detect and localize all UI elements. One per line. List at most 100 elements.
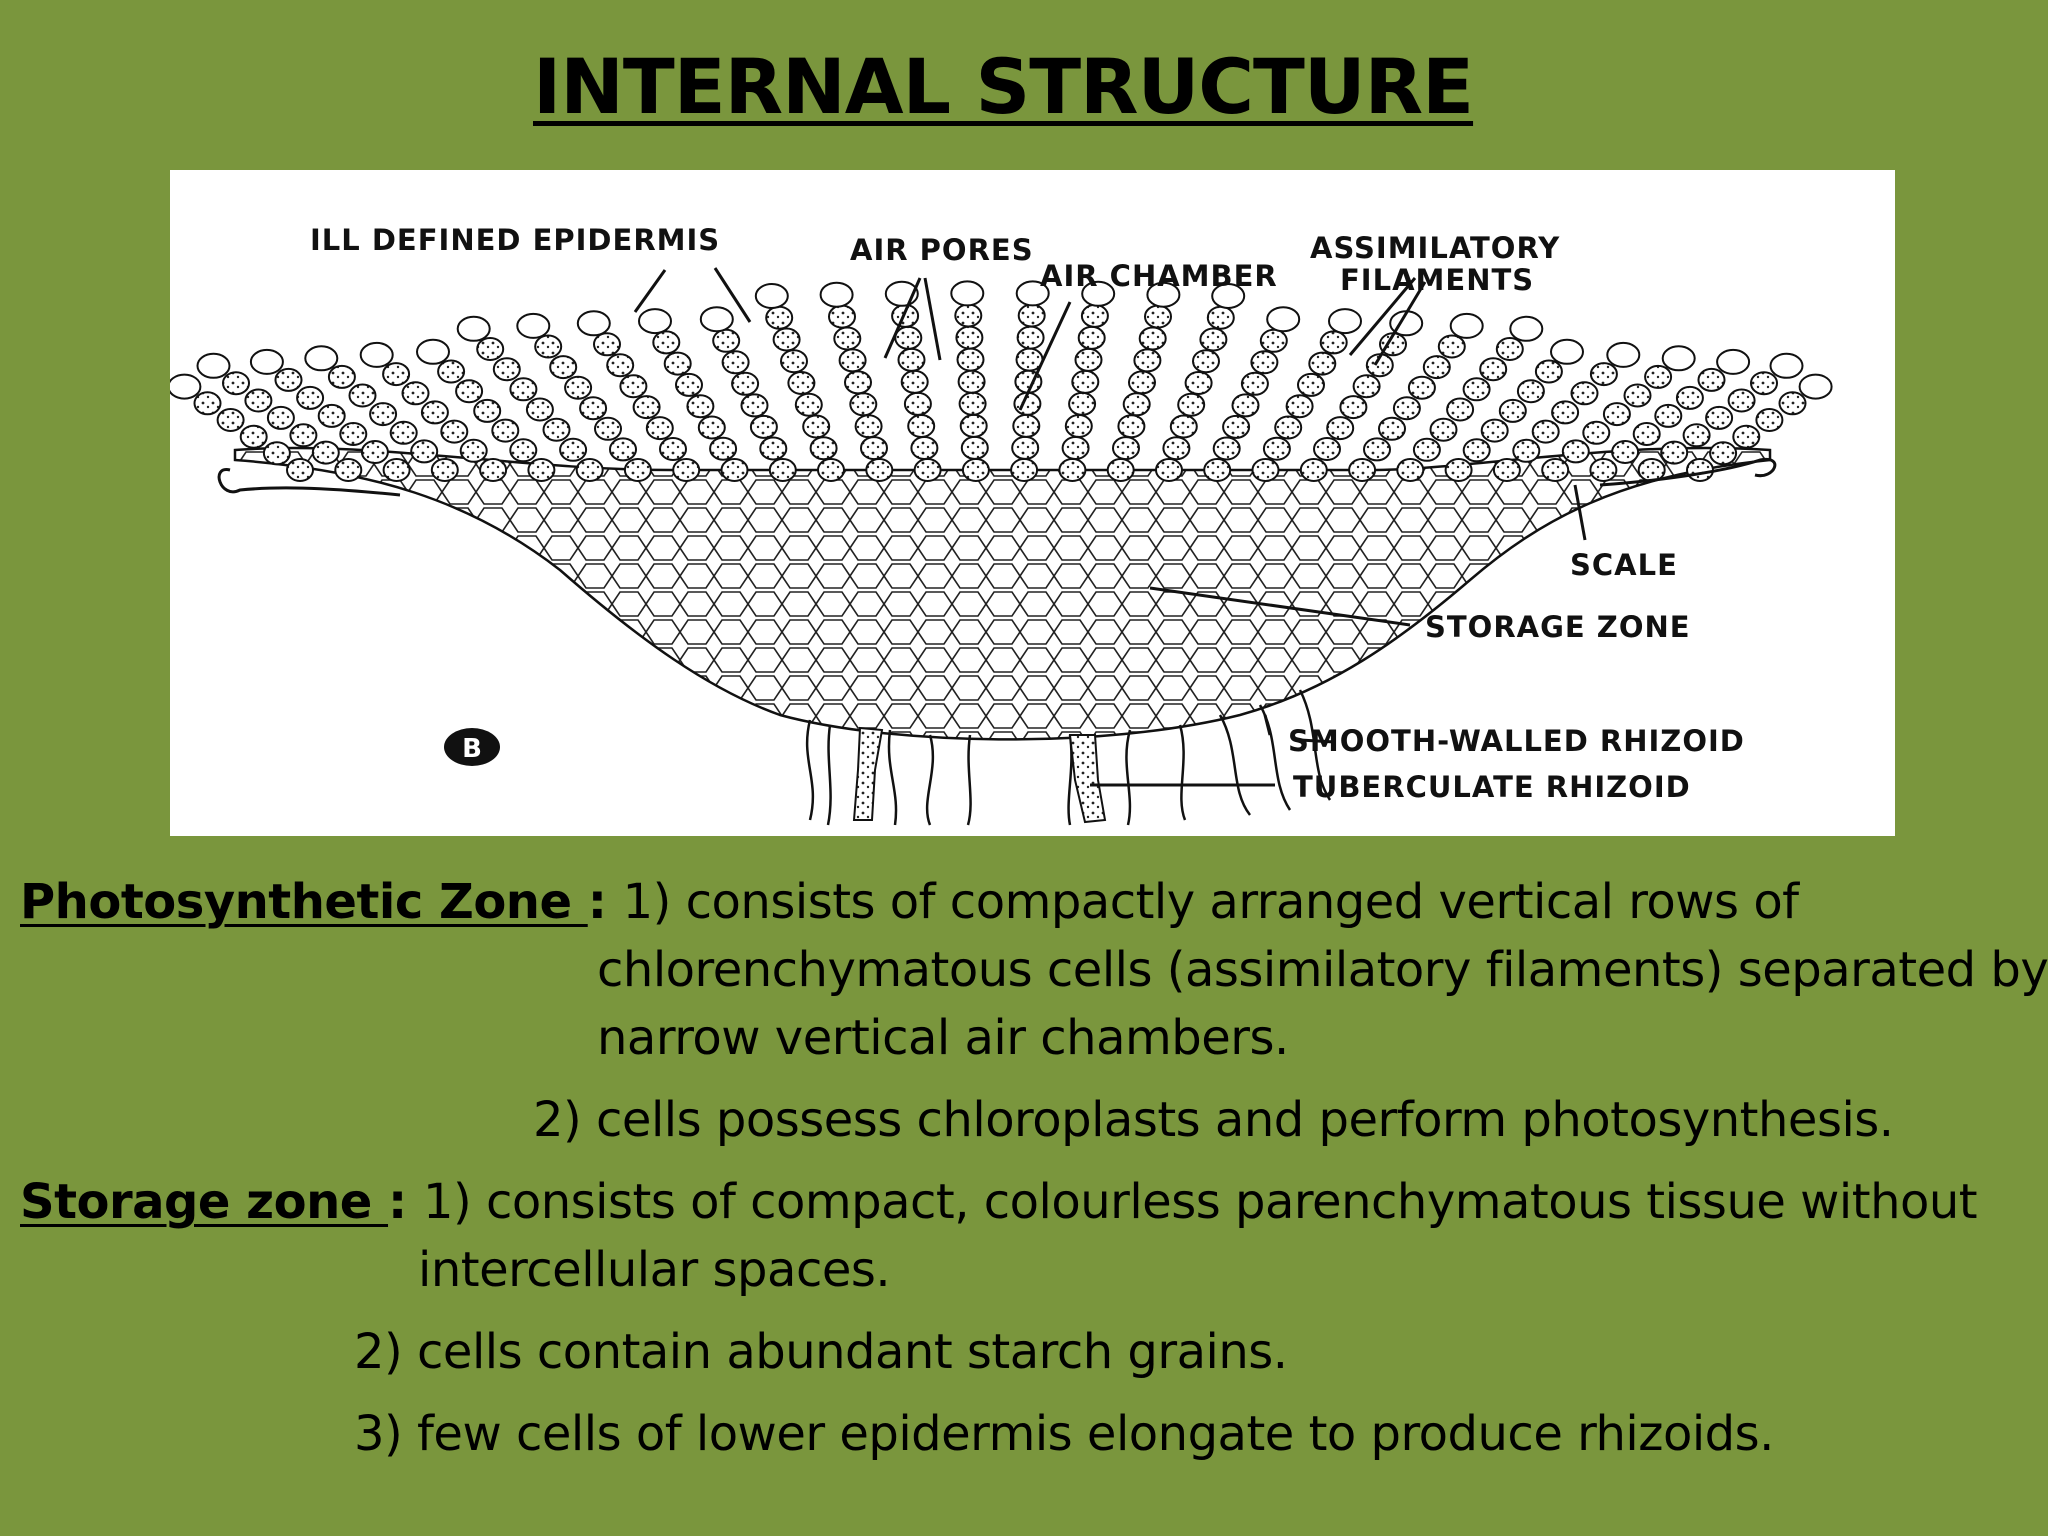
filament-cell — [593, 332, 621, 357]
filament-cell — [1077, 325, 1106, 350]
epidermis-cell — [359, 341, 394, 368]
filament-cell — [1231, 393, 1260, 418]
label-assimilatory: ASSIMILATORY — [1310, 231, 1560, 265]
filament-cell — [1184, 371, 1213, 395]
filament-cell — [327, 364, 356, 389]
filament-cell — [1755, 408, 1784, 432]
filament-cell — [958, 391, 987, 416]
panel-letter: B — [462, 734, 482, 764]
photosynthetic-point-1-line-1: 1) consists of compactly arranged vertic… — [622, 874, 1799, 930]
filament-cell — [894, 325, 923, 350]
filament-cell — [652, 330, 681, 355]
filament-cell — [296, 385, 325, 410]
filament-cell — [913, 458, 942, 482]
filament-cell — [1531, 419, 1560, 444]
filament-cell — [606, 353, 635, 378]
filament-cell — [619, 374, 648, 399]
filament-cell — [1212, 436, 1241, 461]
filament-cell — [401, 381, 430, 406]
filament-cell — [1727, 388, 1756, 413]
filament-cell — [809, 436, 838, 461]
filament-cell — [244, 388, 273, 413]
label-smooth-walled-rhizoid: SMOOTH-WALLED RHIZOID — [1288, 724, 1745, 758]
filament-cell — [239, 424, 268, 449]
filament-cell — [1206, 305, 1235, 330]
filament-cell — [274, 367, 303, 392]
filament-cell — [817, 458, 845, 482]
filament-cell — [311, 440, 340, 465]
photosynthetic-zone-heading: Photosynthetic Zone — [20, 874, 588, 930]
filament-cell — [961, 458, 990, 482]
filament-cell — [1444, 458, 1473, 482]
filament-cell — [1319, 330, 1348, 355]
epidermis-cell — [1798, 373, 1833, 400]
filament-cell — [1479, 357, 1508, 382]
filament-cell — [1686, 458, 1714, 482]
filament-cell — [1326, 416, 1355, 441]
filament-cell — [1582, 420, 1611, 445]
filament-cell — [955, 325, 984, 350]
epidermis-cell — [754, 283, 789, 309]
filament-cell — [1240, 371, 1269, 396]
filament-cell — [527, 458, 556, 482]
filament-cell — [1396, 458, 1425, 482]
label-scale: SCALE — [1570, 548, 1678, 582]
label-tuberculate-rhizoid: TUBERCULATE RHIZOID — [1293, 770, 1691, 804]
filament-cell — [1285, 394, 1314, 419]
tuberculate-rhizoids — [852, 726, 1107, 824]
filament-cell — [473, 398, 502, 423]
filament-cell — [1297, 372, 1325, 397]
filament-cell — [1162, 436, 1191, 461]
epidermis-cell — [1716, 348, 1751, 375]
filament-cell — [900, 369, 929, 394]
filament-cell — [216, 408, 245, 432]
filament-cell — [740, 393, 769, 418]
filament-cell — [903, 391, 932, 416]
filament-cell — [1010, 458, 1039, 482]
epidermis-cell — [1211, 283, 1246, 309]
filament-cell — [1203, 458, 1232, 482]
filament-cell — [759, 436, 788, 461]
label-filaments: FILAMENTS — [1340, 263, 1534, 297]
storage-point-3: 3) few cells of lower epidermis elongate… — [354, 1406, 1774, 1462]
label-air-pores: AIR PORES — [850, 233, 1034, 267]
filament-cell — [1378, 416, 1406, 441]
filament-cell — [1422, 355, 1451, 380]
filament-cell — [749, 414, 778, 439]
filament-cell — [1012, 413, 1041, 438]
epidermis-cell — [1769, 352, 1804, 379]
filament-cell — [1561, 439, 1590, 464]
filament-cell — [1732, 424, 1761, 449]
filament-cell — [1632, 422, 1661, 446]
epidermis-cell — [170, 373, 202, 400]
filament-cell — [721, 350, 750, 375]
filament-cell — [1071, 369, 1100, 394]
filament-cell — [360, 440, 389, 464]
filament-cell — [382, 458, 411, 482]
filament-cell — [459, 438, 488, 463]
filament-cell — [802, 414, 831, 439]
filament-cell — [1682, 423, 1711, 448]
epidermis-cell — [1328, 308, 1362, 335]
filament-cell — [623, 458, 652, 482]
filament-cell — [222, 371, 250, 396]
filament-cell — [410, 439, 439, 464]
filament-cell — [1446, 397, 1475, 422]
filament-cell — [609, 437, 637, 462]
filament-cell — [1155, 458, 1183, 482]
filament-cell — [865, 458, 894, 482]
filament-cell — [594, 416, 622, 441]
filament-cell — [860, 436, 888, 461]
filament-cell — [1697, 367, 1726, 392]
filament-cell — [437, 359, 466, 384]
filament-cell — [1058, 458, 1087, 482]
filament-cell — [1516, 379, 1545, 404]
filament-cell — [1199, 327, 1228, 352]
filament-cell — [1128, 370, 1156, 395]
filament-cell — [1352, 374, 1381, 399]
filament-cell — [440, 419, 469, 444]
epidermis-cell — [1015, 280, 1050, 307]
filament-cell — [1177, 392, 1206, 417]
filament-cell — [193, 391, 222, 416]
filament-cell — [838, 348, 867, 373]
